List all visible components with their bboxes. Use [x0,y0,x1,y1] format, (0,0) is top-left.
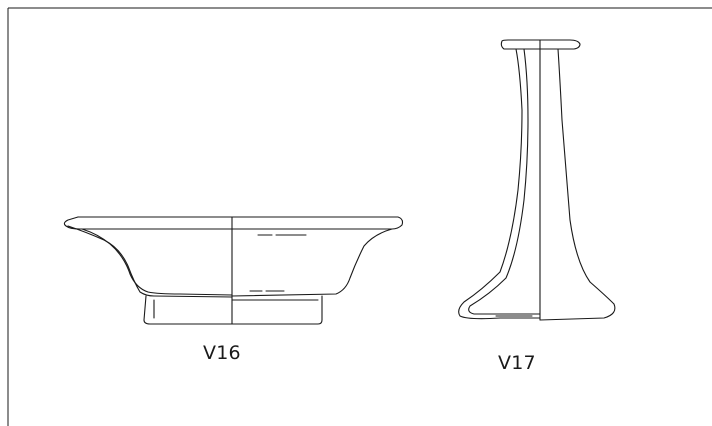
v16-profile-left-inner [81,228,233,296]
vessel-v17-drawing [458,39,616,321]
vessel-v16-drawing [63,216,404,325]
v17-profile-left-outer [458,48,541,320]
vessel-label-v16: V16 [203,342,241,364]
v17-profile-left-inner [468,48,541,315]
v16-profile-right [231,228,393,297]
v17-rim [500,39,581,50]
v16-foot-right [231,295,323,325]
v17-profile-right [539,48,616,321]
v16-rim [77,216,404,230]
v16-foot-left [143,295,233,325]
vessel-label-v17: V17 [498,352,536,374]
figure-border [7,7,712,426]
v16-profile-left-outer [67,225,233,298]
